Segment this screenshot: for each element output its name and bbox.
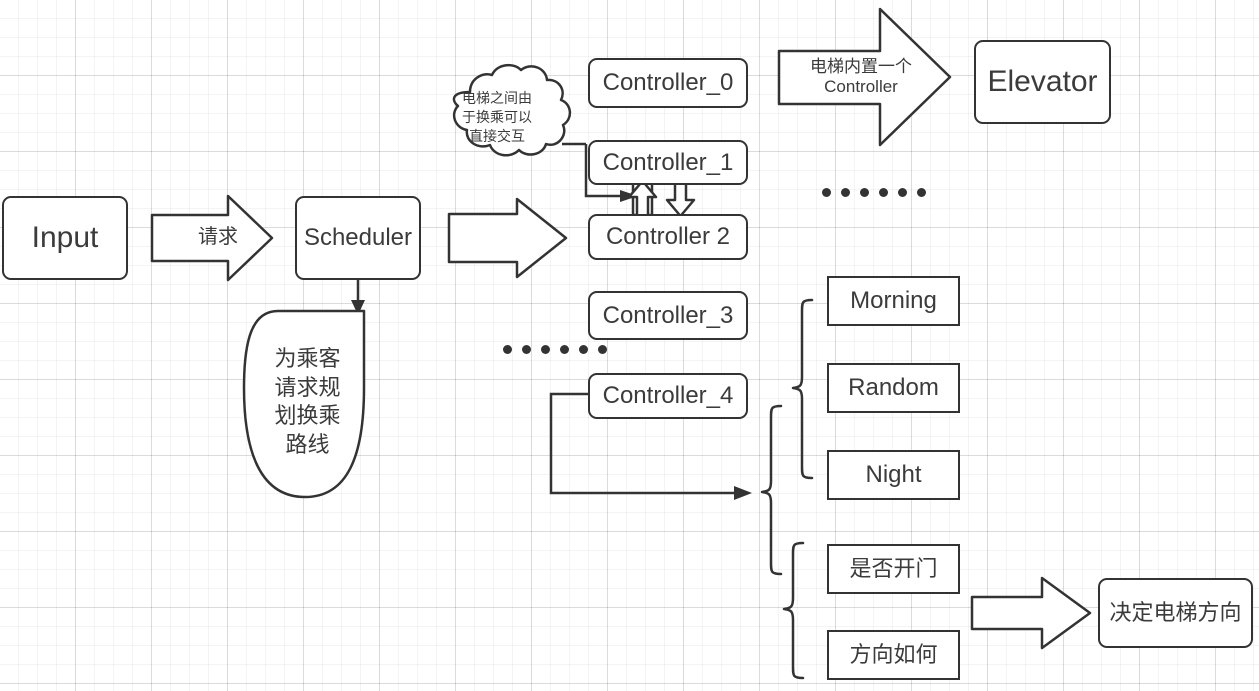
ellipsis-dot <box>503 345 512 354</box>
node-elevator[interactable]: Elevator <box>974 40 1111 124</box>
ellipsis-dot <box>598 345 607 354</box>
scheduler-to-blob-arrowhead <box>351 300 365 315</box>
brace-controller-outputs <box>760 404 783 576</box>
controller-down-arrow-shape <box>665 179 696 218</box>
label-scheduler-blob: 为乘客 请求规 划换乘 路线 <box>274 346 341 457</box>
controller-up-arrow <box>631 181 654 217</box>
node-open-door[interactable]: 是否开门 <box>827 544 960 594</box>
node-direction[interactable]: 方向如何 <box>827 630 960 680</box>
node-controller-1[interactable]: Controller_1 <box>588 140 748 185</box>
decision-block-arrow <box>970 576 1092 650</box>
node-controller-0[interactable]: Controller_0 <box>588 58 748 108</box>
node-decide-direction[interactable]: 决定电梯方向 <box>1098 578 1253 648</box>
node-controller-3[interactable]: Controller_3 <box>588 291 748 340</box>
ellipsis-dot <box>841 188 850 197</box>
ellipsis-dot <box>541 345 550 354</box>
ellipsis-top-right <box>822 188 926 197</box>
label-elevator-arrow: 电梯内置一个 Controller <box>810 57 912 96</box>
ellipsis-dot <box>579 345 588 354</box>
brace-door-direction <box>782 541 805 680</box>
label-cloud-note: 电梯之间由 于换乘可以 直接交互 <box>462 90 532 144</box>
node-scheduler[interactable]: Scheduler <box>295 196 421 280</box>
ellipsis-dot <box>522 345 531 354</box>
brace-strategies <box>791 298 814 480</box>
ellipsis-dot <box>560 345 569 354</box>
cloud-leader-arrowhead <box>620 190 638 202</box>
label-request-arrow: 请求 <box>198 226 238 248</box>
ellipsis-middle <box>503 345 607 354</box>
controller4-feedback-arrowhead <box>734 486 752 500</box>
node-controller-2[interactable]: Controller 2 <box>588 214 748 260</box>
node-controller-4[interactable]: Controller_4 <box>588 373 748 419</box>
node-input[interactable]: Input <box>2 196 128 280</box>
ellipsis-dot <box>917 188 926 197</box>
node-random[interactable]: Random <box>827 363 960 413</box>
dispatch-block-arrow <box>447 197 568 279</box>
ellipsis-dot <box>879 188 888 197</box>
node-morning[interactable]: Morning <box>827 276 960 326</box>
ellipsis-dot <box>822 188 831 197</box>
ellipsis-dot <box>860 188 869 197</box>
controller-up-arrow-shape <box>627 179 658 218</box>
node-night[interactable]: Night <box>827 450 960 500</box>
ellipsis-dot <box>898 188 907 197</box>
